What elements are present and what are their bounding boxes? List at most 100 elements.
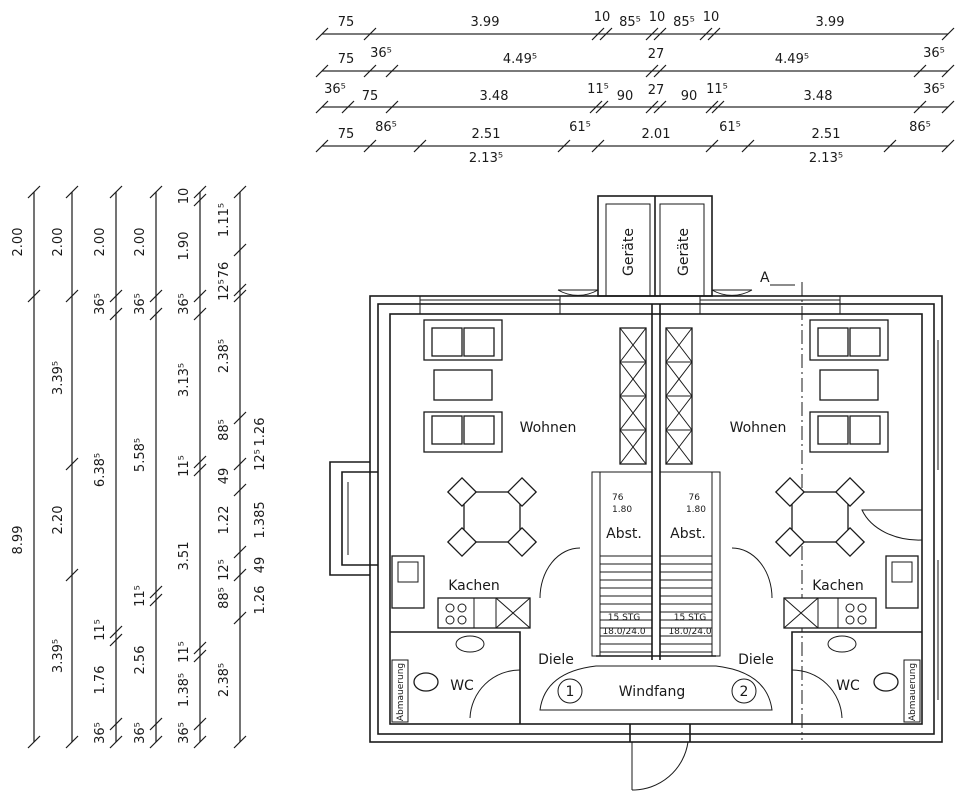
- stair-right-top-height: 1.80: [686, 505, 706, 515]
- dimension-label-r4-615a: 61⁵: [569, 120, 591, 135]
- dimension-label-r3-365a: 36⁵: [324, 82, 346, 97]
- dimension-label-c5-3135: 3.13⁵: [177, 363, 192, 397]
- dimension-label-c7-1385: 1.385: [253, 501, 268, 538]
- stair-right: 76 1.80 Abst. 15 STG 18.0/24.0: [659, 471, 721, 657]
- dimension-label-c7-125a: 12⁵: [253, 449, 268, 471]
- dimension-tick: [233, 483, 247, 497]
- geraete-annex: Geräte Geräte: [557, 195, 753, 297]
- dimension-tick: [653, 64, 667, 78]
- dimension-tick: [65, 568, 79, 582]
- dimension-label-c4-256: 2.56: [133, 646, 148, 675]
- dimension-tick: [109, 735, 123, 749]
- dimension-label-c5-351: 3.51: [177, 542, 192, 571]
- dimension-label-c5-365a: 36⁵: [177, 293, 192, 315]
- dimension-tick: [363, 27, 377, 41]
- dimension-label-r1-75: 75: [338, 15, 355, 30]
- dimension-tick: [941, 64, 955, 78]
- dimension-label-c3-115: 11⁵: [93, 619, 108, 641]
- dimension-tick: [109, 625, 123, 639]
- dimension-tick: [109, 633, 123, 647]
- entrance-door-swing: [631, 741, 689, 791]
- dimension-label-c7-126a: 1.26: [253, 418, 268, 447]
- dimension-tick: [705, 139, 719, 153]
- dimension-tick: [193, 289, 207, 303]
- room-label-geraete-right: Geräte: [676, 228, 692, 276]
- stair-left-top-height: 1.80: [612, 505, 632, 515]
- dimension-tick: [109, 307, 123, 321]
- outer-wall-inner-line: [389, 313, 923, 725]
- dimension-tick: [65, 289, 79, 303]
- wc-right-abmauerung: Abmauerung: [908, 663, 918, 721]
- room-label-wc-left: WC: [450, 678, 474, 694]
- stair-left-top-note: 76: [612, 493, 624, 503]
- shaft-right: [665, 327, 693, 465]
- dimension-tick: [699, 27, 713, 41]
- dimension-label-r2-27: 27: [648, 47, 665, 62]
- dimension-tick: [193, 463, 207, 477]
- dimension-tick: [193, 307, 207, 321]
- stair-left: 76 1.80 Abst. 15 STG 18.0/24.0: [591, 471, 653, 657]
- unit-left: Wohnen Kachen Abmauerung: [390, 319, 653, 724]
- dimension-label-r1-10b: 10: [649, 10, 666, 25]
- dimension-tick: [315, 27, 329, 41]
- dimension-label-c5-1385: 1.38⁵: [177, 673, 192, 707]
- dimension-label-r3-365b: 36⁵: [923, 82, 945, 97]
- dimension-tick: [385, 100, 399, 114]
- dimension-label-r1-399b: 3.99: [816, 15, 845, 30]
- dimension-label-r4-2135a: 2.13⁵: [469, 151, 503, 166]
- dimension-label-r1-399a: 3.99: [471, 15, 500, 30]
- dimension-tick: [711, 100, 725, 114]
- dimension-label-c6-125a: 12⁵: [217, 279, 232, 301]
- dimension-tick: [233, 457, 247, 471]
- wc-left-abmauerung: Abmauerung: [396, 663, 406, 721]
- dimension-label-r3-90b: 90: [681, 89, 698, 104]
- shaft-left: [619, 327, 647, 465]
- dimension-label-r3-348b: 3.48: [804, 89, 833, 104]
- door-swing-terrace-right: [861, 509, 923, 541]
- dimension-label-r3-27: 27: [648, 83, 665, 98]
- dimension-label-r3-90a: 90: [617, 89, 634, 104]
- dimension-label-c6-885b: 88⁵: [217, 587, 232, 609]
- dimension-tick: [233, 411, 247, 425]
- dimension-tick: [27, 289, 41, 303]
- dimension-label-c6-122: 1.22: [217, 506, 232, 535]
- dimension-label-r2-365b: 36⁵: [923, 46, 945, 61]
- dimension-tick: [65, 457, 79, 471]
- room-label-wohnen-right: Wohnen: [730, 420, 787, 436]
- dimension-tick: [341, 100, 355, 114]
- dimension-label-r3-348a: 3.48: [480, 89, 509, 104]
- dimension-tick: [149, 289, 163, 303]
- dining-table-right: [774, 476, 866, 558]
- dimension-tick: [233, 735, 247, 749]
- room-label-wc-right: WC: [836, 678, 860, 694]
- dimension-tick: [233, 611, 247, 625]
- dimension-label-r4-2135b: 2.13⁵: [809, 151, 843, 166]
- dimension-tick: [941, 27, 955, 41]
- dimension-tick: [653, 27, 667, 41]
- dimension-tick: [705, 100, 719, 114]
- dimension-label-c6-125b: 12⁵: [217, 559, 232, 581]
- dimension-label-c2-3395b: 3.39⁵: [51, 639, 66, 673]
- dimension-label-c5-10: 10: [177, 188, 192, 205]
- dimension-label-r1-10c: 10: [703, 10, 720, 25]
- annex-door-left: [557, 289, 599, 296]
- dimension-label-r1-855b: 85⁵: [673, 15, 695, 30]
- dimension-label-r2-4495b: 4.49⁵: [775, 52, 809, 67]
- dimension-label-c3-200: 2.00: [93, 228, 108, 257]
- dimension-tick: [233, 185, 247, 199]
- unit-marker-2: [731, 678, 757, 704]
- dimension-label-c6-49a: 49: [217, 468, 232, 485]
- dimension-tick: [653, 100, 667, 114]
- dimension-tick: [591, 27, 605, 41]
- dimension-label-c6-885a: 88⁵: [217, 419, 232, 441]
- dimension-label-c5-190: 1.90: [177, 232, 192, 261]
- dimension-tick: [65, 735, 79, 749]
